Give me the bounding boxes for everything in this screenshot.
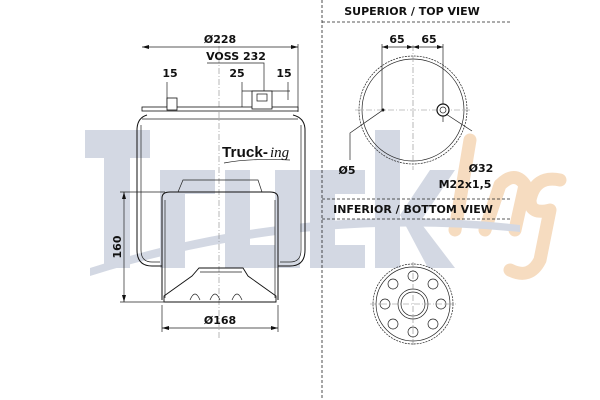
dim-middle-label: 25 xyxy=(229,67,244,80)
piston-base-ribs xyxy=(189,293,243,301)
piston-top xyxy=(177,179,263,193)
pin-hole-label: Ø5 xyxy=(338,164,355,177)
dim-right-label: 15 xyxy=(276,67,291,80)
port-thread-circle xyxy=(439,106,447,114)
offset-left-label: 65 xyxy=(389,33,404,46)
leader-line xyxy=(445,113,473,132)
bellows-outline-right xyxy=(278,114,306,267)
piston-base xyxy=(163,267,277,303)
bottom-view: INFERIOR / BOTTOM VIEW xyxy=(333,203,493,346)
bolt-boss xyxy=(387,278,399,290)
bolt-boss xyxy=(387,318,399,330)
logo-main-text: Truck- xyxy=(222,144,268,161)
bolt-boss xyxy=(427,318,439,330)
mounting-stud xyxy=(166,97,178,111)
bellows-outline-left xyxy=(136,114,162,267)
bolt-boss xyxy=(407,326,419,338)
port-thread-label: M22x1,5 xyxy=(439,178,492,191)
piston-outline xyxy=(161,191,279,300)
bolt-boss xyxy=(427,278,439,290)
offset-right-label: 65 xyxy=(421,33,436,46)
top-view-title: SUPERIOR / TOP VIEW xyxy=(344,5,480,18)
leader-line xyxy=(349,109,384,160)
logo-script-text: ing xyxy=(270,145,290,161)
watermark-script-lettering xyxy=(448,133,567,280)
bottom-bolt-pattern xyxy=(379,270,447,338)
bellows-inner-left xyxy=(140,125,160,263)
arrowhead-icon xyxy=(382,45,443,49)
dim-left-label: 15 xyxy=(162,67,177,80)
logo-swoosh xyxy=(223,159,291,164)
bolt-boss xyxy=(435,298,447,310)
side-view: Ø228 VOSS 232 15 25 15 Ø168 160 xyxy=(111,33,306,340)
port-diameter-label: Ø32 xyxy=(469,162,494,175)
piston-diameter-label: Ø168 xyxy=(204,314,236,327)
air-port-bore xyxy=(256,93,268,102)
bellows-inner-right xyxy=(280,125,302,263)
truck-ing-logo: Truck- ing xyxy=(222,144,291,164)
outer-diameter-label: Ø228 xyxy=(204,33,236,46)
port-hole xyxy=(436,103,450,117)
top-plate xyxy=(141,106,299,112)
piston-wall xyxy=(164,200,276,298)
bolt-boss xyxy=(379,298,391,310)
bottom-view-title: INFERIOR / BOTTOM VIEW xyxy=(333,203,493,216)
port-label: VOSS 232 xyxy=(206,50,266,63)
leader-line xyxy=(207,62,265,95)
bolt-boss xyxy=(407,270,419,282)
top-view: SUPERIOR / TOP VIEW 65 65 Ø5 Ø32 M22x1,5 xyxy=(338,5,493,191)
height-label: 160 xyxy=(111,235,124,258)
